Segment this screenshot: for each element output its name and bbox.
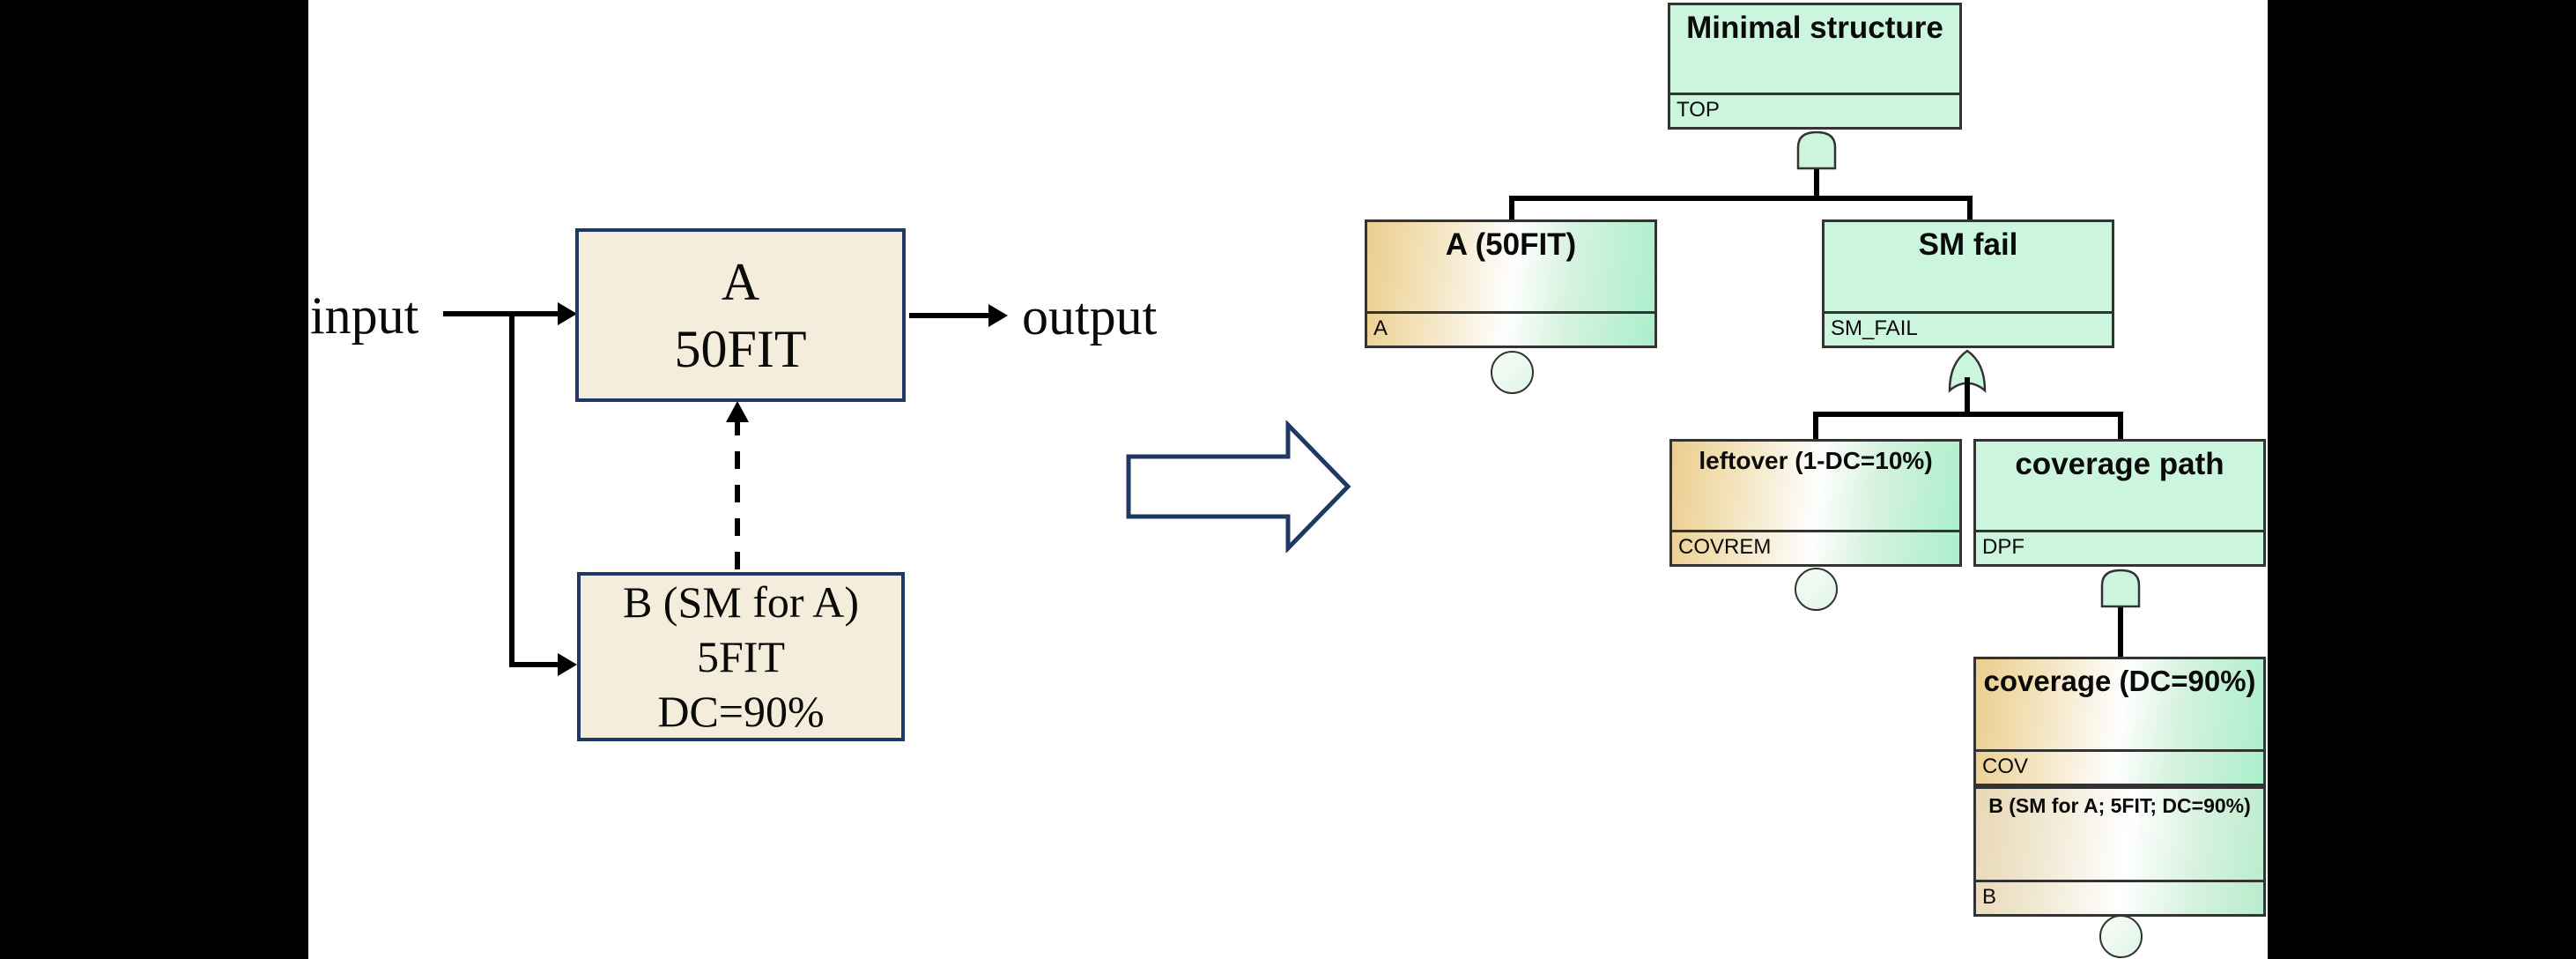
node-tag: COV	[1976, 749, 2263, 784]
node-tag: A	[1367, 311, 1654, 346]
connector-dpf-gate-drop	[2118, 605, 2123, 658]
node-title: B (SM for A; 5FIT; DC=90%)	[1988, 794, 2251, 817]
connector-smfail-gate-drop	[1965, 377, 1970, 417]
connector-top-gate-drop	[1814, 166, 1819, 198]
branch-to-b-line	[509, 662, 559, 667]
block-b-line3: DC=90%	[657, 687, 825, 736]
and-gate-icon	[1796, 130, 1837, 170]
node-title: SM fail	[1918, 227, 2018, 262]
connector-top-branch	[1509, 196, 1973, 201]
node-basic-event-a: A (50FIT) A	[1365, 219, 1657, 348]
node-title: coverage (DC=90%)	[1983, 665, 2256, 697]
block-a-line2: 50FIT	[674, 319, 807, 378]
sm-dependency-arrowhead-icon	[726, 401, 749, 422]
node-coverage-path: coverage path DPF	[1973, 439, 2266, 567]
input-arrow-line	[443, 311, 559, 316]
input-branch-line	[509, 311, 514, 667]
node-sm-fail: SM fail SM_FAIL	[1822, 219, 2114, 348]
basic-event-icon	[1795, 568, 1838, 611]
block-a-line1: A	[721, 252, 760, 311]
block-a: A 50FIT	[575, 228, 906, 402]
output-arrow-line	[909, 313, 990, 318]
node-basic-event-b: B (SM for A; 5FIT; DC=90%) B	[1973, 786, 2266, 917]
node-tag: B	[1976, 880, 2263, 914]
block-b-line2: 5FIT	[697, 632, 785, 681]
basic-event-icon	[1491, 351, 1534, 394]
input-arrowhead-icon	[558, 302, 577, 325]
branch-to-b-arrowhead-icon	[558, 653, 577, 676]
node-title: coverage path	[2015, 447, 2224, 481]
node-tag: COVREM	[1672, 530, 1959, 564]
sm-dependency-dashed-line	[735, 418, 740, 571]
block-b-line1: B (SM for A)	[622, 577, 860, 627]
transform-arrow-icon	[1126, 420, 1351, 553]
basic-event-icon	[2099, 915, 2143, 958]
node-top-event: Minimal structure TOP	[1668, 3, 1962, 130]
node-tag: TOP	[1670, 93, 1959, 127]
node-leftover: leftover (1-DC=10%) COVREM	[1669, 439, 1962, 567]
connector-to-a	[1509, 196, 1514, 221]
connector-to-dpf	[2118, 412, 2123, 441]
node-title: Minimal structure	[1686, 11, 1943, 45]
node-tag: DPF	[1976, 530, 2263, 564]
connector-to-covrem	[1813, 412, 1818, 441]
input-label: input	[310, 286, 419, 345]
node-title: leftover (1-DC=10%)	[1699, 447, 1933, 474]
node-tag: SM_FAIL	[1825, 311, 2112, 346]
letterbox-right	[2268, 0, 2576, 959]
block-b: B (SM for A) 5FIT DC=90%	[577, 572, 905, 741]
letterbox-left	[0, 0, 308, 959]
and-gate-icon	[2100, 569, 2141, 608]
connector-to-smfail	[1967, 196, 1973, 221]
output-label: output	[1022, 287, 1158, 346]
node-coverage: coverage (DC=90%) COV	[1973, 657, 2266, 786]
output-arrowhead-icon	[988, 304, 1008, 327]
node-title: A (50FIT)	[1445, 227, 1577, 262]
